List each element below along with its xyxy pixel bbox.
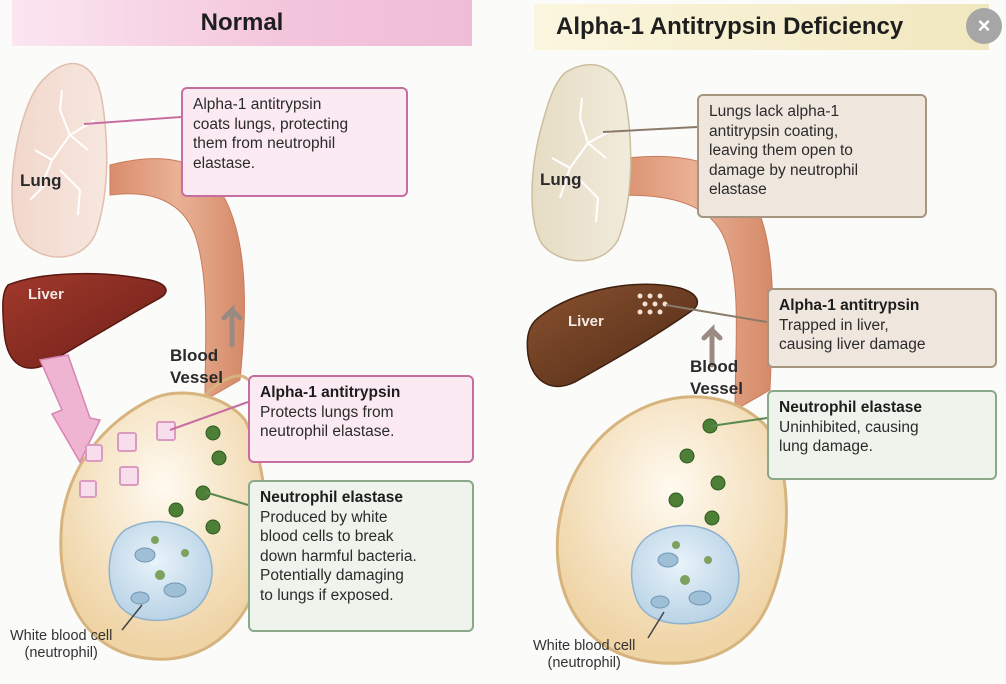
deficiency-blood-vessel-label-line1: Blood xyxy=(690,356,743,378)
callout-line: down harmful bacteria. xyxy=(260,547,462,567)
callout-line: coats lungs, protecting xyxy=(193,115,396,135)
deficiency-wbc-label: White blood cell (neutrophil) xyxy=(533,638,635,672)
callout-title: Alpha-1 antitrypsin xyxy=(779,296,985,316)
callout-line: elastase. xyxy=(193,154,396,174)
normal-lung-shape xyxy=(12,64,107,257)
deficiency-lung-callout: Lungs lack alpha-1 antitrypsin coating, … xyxy=(697,94,927,218)
normal-wbc-label-line2: (neutrophil) xyxy=(10,645,112,662)
callout-line: blood cells to break xyxy=(260,527,462,547)
deficiency-white-blood-cell xyxy=(632,526,739,624)
normal-blood-vessel-label: Blood Vessel xyxy=(170,345,223,389)
deficiency-lung-shape xyxy=(532,65,631,261)
deficiency-ne-callout: Neutrophil elastase Uninhibited, causing… xyxy=(767,390,997,480)
deficiency-lung-label: Lung xyxy=(540,170,582,190)
callout-line: Lungs lack alpha-1 xyxy=(709,102,915,122)
callout-line: them from neutrophil xyxy=(193,134,396,154)
deficiency-panel-title: Alpha-1 Antitrypsin Deficiency xyxy=(534,4,989,50)
callout-line: antitrypsin coating, xyxy=(709,122,915,142)
callout-title: Alpha-1 antitrypsin xyxy=(260,383,462,403)
callout-line: Protects lungs from xyxy=(260,403,462,423)
deficiency-liver-shape xyxy=(527,284,697,386)
callout-line: neutrophil elastase. xyxy=(260,422,462,442)
deficiency-wbc-label-line2: (neutrophil) xyxy=(533,655,635,672)
normal-ne-callout: Neutrophil elastase Produced by white bl… xyxy=(248,480,474,632)
callout-line: causing liver damage xyxy=(779,335,985,355)
close-icon[interactable]: × xyxy=(966,8,1002,44)
callout-line: lung damage. xyxy=(779,437,985,457)
normal-aat-callout: Alpha-1 antitrypsin Protects lungs from … xyxy=(248,375,474,463)
callout-line: Uninhibited, causing xyxy=(779,418,985,438)
normal-wbc-label-line1: White blood cell xyxy=(10,628,112,645)
deficiency-blood-vessel-label: Blood Vessel xyxy=(690,356,743,400)
deficiency-blood-vessel-label-line2: Vessel xyxy=(690,378,743,400)
deficiency-wbc-label-line1: White blood cell xyxy=(533,638,635,655)
callout-line: Trapped in liver, xyxy=(779,316,985,336)
normal-blood-vessel-label-line2: Vessel xyxy=(170,367,223,389)
normal-panel-title: Normal xyxy=(12,0,472,46)
normal-lung-callout: Alpha-1 antitrypsin coats lungs, protect… xyxy=(181,87,408,197)
callout-line: elastase xyxy=(709,180,915,200)
callout-line: Potentially damaging xyxy=(260,566,462,586)
callout-title: Neutrophil elastase xyxy=(779,398,985,418)
deficiency-aat-callout: Alpha-1 antitrypsin Trapped in liver, ca… xyxy=(767,288,997,368)
callout-line: leaving them open to xyxy=(709,141,915,161)
callout-title: Neutrophil elastase xyxy=(260,488,462,508)
deficiency-liver-label: Liver xyxy=(568,313,604,330)
callout-line: Produced by white xyxy=(260,508,462,528)
callout-line: to lungs if exposed. xyxy=(260,586,462,606)
callout-line: Alpha-1 antitrypsin xyxy=(193,95,396,115)
normal-liver-label: Liver xyxy=(28,286,64,303)
callout-line: damage by neutrophil xyxy=(709,161,915,181)
normal-wbc-label: White blood cell (neutrophil) xyxy=(10,628,112,662)
normal-blood-vessel-label-line1: Blood xyxy=(170,345,223,367)
normal-lung-label: Lung xyxy=(20,171,62,191)
